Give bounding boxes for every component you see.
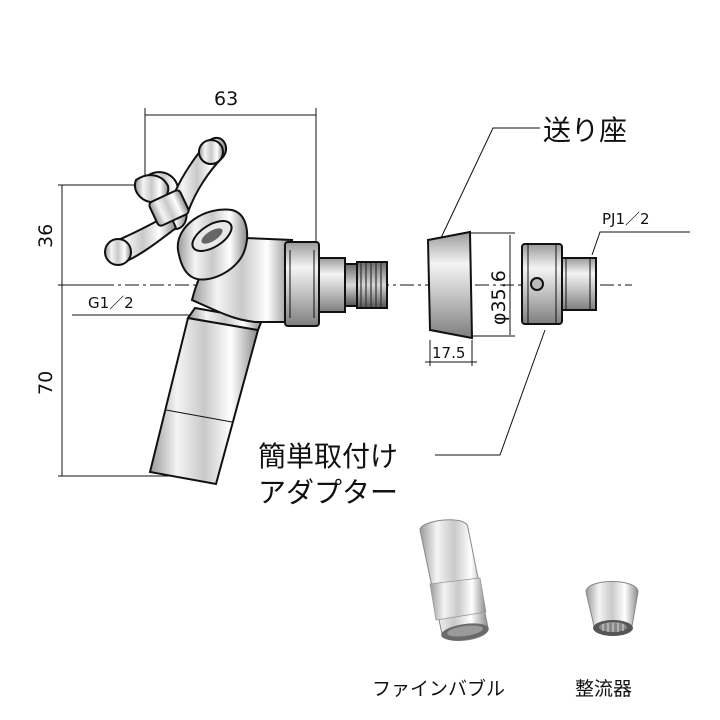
okuriza-part bbox=[426, 230, 474, 340]
label-fine-bubble: ファインバブル bbox=[372, 677, 505, 700]
adapter-part bbox=[521, 243, 597, 325]
dim-63: 63 bbox=[214, 88, 238, 110]
fine-bubble-nozzle bbox=[419, 519, 489, 641]
label-seiryuki: 整流器 bbox=[575, 678, 632, 700]
label-okuriza: 送り座 bbox=[543, 114, 627, 147]
dim-pj1-2: PJ1／2 bbox=[602, 210, 650, 228]
faucet bbox=[104, 137, 388, 486]
dim-36: 36 bbox=[35, 224, 57, 248]
dimension-lines bbox=[58, 108, 690, 477]
dim-diameter: φ35.6 bbox=[488, 270, 510, 325]
dim-g1-2: G1／2 bbox=[88, 294, 134, 312]
dim-17-5: 17.5 bbox=[432, 344, 465, 362]
label-adapter-line2: アダプター bbox=[258, 476, 398, 509]
label-adapter-line1: 簡単取付け bbox=[258, 440, 398, 473]
dim-70: 70 bbox=[35, 371, 57, 395]
seiryuki-aerator bbox=[585, 581, 639, 636]
